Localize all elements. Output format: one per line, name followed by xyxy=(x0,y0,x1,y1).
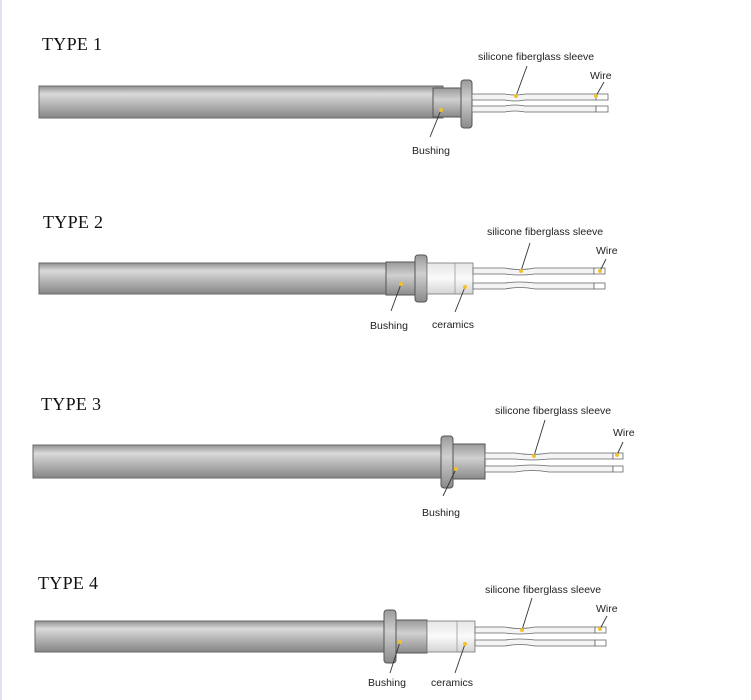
type-4-section: TYPE 4 xyxy=(0,525,751,700)
wire-label: Wire xyxy=(596,603,618,615)
heater-tube xyxy=(34,620,388,653)
type-1-section: TYPE 1 xyxy=(0,0,751,175)
bushing-leader xyxy=(442,468,457,497)
type-2-title: TYPE 2 xyxy=(43,212,104,232)
heater-tube xyxy=(38,85,444,119)
upper-wire-sleeve xyxy=(472,267,595,276)
upper-wire-sleeve xyxy=(474,626,596,635)
bushing-label: Bushing xyxy=(368,677,406,689)
upper-wire-sleeve xyxy=(471,93,597,102)
sleeve-label: silicone fiberglass sleeve xyxy=(478,51,594,63)
wire-dot xyxy=(615,453,619,457)
type-2-drawing: silicone fiberglass sleeve Wire Bushing … xyxy=(38,226,618,332)
ceramics-leader xyxy=(454,286,466,313)
ceramic-insulator xyxy=(426,262,474,295)
type-4-drawing: silicone fiberglass sleeve Wire Bushing … xyxy=(34,584,618,689)
wire-dot xyxy=(594,94,598,98)
ceramics-dot xyxy=(463,642,467,646)
upper-wire-tip xyxy=(595,93,609,101)
bushing-label: Bushing xyxy=(370,320,408,332)
type-1-drawing: silicone fiberglass sleeve Wire Bushing xyxy=(38,51,612,157)
wire-leader xyxy=(599,615,608,630)
ceramic-insulator xyxy=(426,620,476,653)
heater-tube xyxy=(38,262,390,295)
wire-dot xyxy=(598,269,602,273)
bushing-dot xyxy=(454,467,458,471)
ceramics-label: ceramics xyxy=(431,677,473,689)
left-edge-divider xyxy=(0,0,2,700)
wire-leader xyxy=(599,258,607,272)
type-3-section: TYPE 3 silicone xyxy=(0,350,751,525)
ceramics-label: ceramics xyxy=(432,319,474,331)
ceramics-leader xyxy=(454,643,466,674)
bushing-leader xyxy=(429,109,442,138)
sleeve-dot xyxy=(514,94,518,98)
type-1-title: TYPE 1 xyxy=(42,34,103,54)
bushing-leader xyxy=(389,641,401,674)
bushing-body xyxy=(385,261,419,296)
lower-wire-sleeve xyxy=(484,464,614,473)
sleeve-leader xyxy=(521,597,533,631)
lower-wire-tip xyxy=(612,465,624,473)
sleeve-label: silicone fiberglass sleeve xyxy=(485,584,601,596)
bushing-flange xyxy=(440,435,454,489)
ceramics-dot xyxy=(463,285,467,289)
wire-leader xyxy=(616,441,624,456)
bushing-dot xyxy=(439,108,443,112)
bushing-flange xyxy=(383,609,397,664)
lower-wire-tip xyxy=(594,639,607,647)
bushing-body xyxy=(452,443,486,480)
type-3-title: TYPE 3 xyxy=(41,394,102,414)
sleeve-leader xyxy=(533,419,546,457)
bushing-leader xyxy=(390,283,402,312)
type-2-section: TYPE 2 xyxy=(0,175,751,350)
bushing-label: Bushing xyxy=(412,145,450,157)
bushing-flange xyxy=(460,79,473,129)
upper-wire-sleeve xyxy=(484,452,614,461)
wire-label: Wire xyxy=(596,245,618,257)
bushing-dot xyxy=(399,282,403,286)
lower-wire-tip xyxy=(593,282,606,290)
sleeve-dot xyxy=(519,269,523,273)
wire-leader xyxy=(595,81,605,97)
lower-wire-sleeve xyxy=(474,638,596,647)
wire-dot xyxy=(598,627,602,631)
bushing-body xyxy=(395,619,428,654)
lower-wire-tip xyxy=(595,105,609,113)
sleeve-label: silicone fiberglass sleeve xyxy=(495,405,611,417)
wire-label: Wire xyxy=(590,70,612,82)
sleeve-dot xyxy=(532,454,536,458)
type-4-title: TYPE 4 xyxy=(38,573,99,593)
sleeve-leader xyxy=(515,65,528,97)
lower-wire-sleeve xyxy=(471,104,597,113)
lower-wire-sleeve xyxy=(472,281,595,290)
wire-label: Wire xyxy=(613,427,635,439)
heater-tube xyxy=(32,444,444,479)
bushing-dot xyxy=(398,640,402,644)
bushing-flange xyxy=(414,254,428,303)
sleeve-leader xyxy=(520,242,531,272)
bushing-label: Bushing xyxy=(422,507,460,519)
sleeve-label: silicone fiberglass sleeve xyxy=(487,226,603,238)
bushing-body xyxy=(432,87,464,118)
type-3-drawing: silicone fiberglass sleeve Wire Bushing xyxy=(32,405,635,519)
sleeve-dot xyxy=(520,628,524,632)
